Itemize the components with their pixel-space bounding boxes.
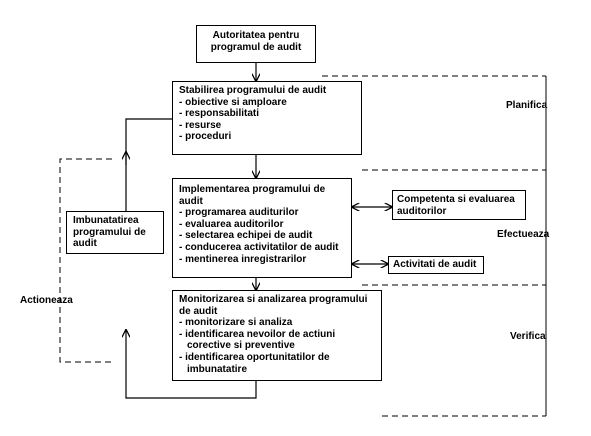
- monitor-box: Monitorizarea si analizarea programului …: [172, 290, 382, 381]
- improve-line-2: programului de: [73, 226, 146, 238]
- implement-item-1: - programarea auditurilor: [179, 207, 299, 219]
- implement-box: Implementarea programului de audit - pro…: [172, 178, 352, 278]
- activities-line-1: Activitati de audit: [393, 259, 477, 270]
- authority-line-1: Autoritatea pentru: [212, 30, 300, 41]
- establish-item-4: - proceduri: [179, 131, 232, 143]
- loop-improve-to-establish: [125, 118, 172, 211]
- phase-label-plan: Planifica: [506, 100, 548, 111]
- competence-line-2: auditorilor: [397, 205, 447, 217]
- phase-label-do: Efectueaza: [497, 229, 550, 240]
- monitor-item-3-cont: imbunatatire: [187, 363, 248, 375]
- establish-box: Stabilirea programului de audit - obiect…: [172, 81, 362, 155]
- phase-label-act: Actioneaza: [20, 295, 73, 306]
- implement-title-1: Implementarea programului de: [179, 184, 326, 195]
- monitor-item-3: - identificarea oportunitatilor de: [179, 351, 330, 363]
- implement-item-2: - evaluarea auditorilor: [179, 218, 284, 230]
- competence-box: Competenta si evaluarea auditorilor: [392, 190, 526, 220]
- loop-monitor-to-improve: [126, 330, 257, 399]
- monitor-title-1: Monitorizarea si analizarea programului: [179, 294, 368, 305]
- authority-box: Autoritatea pentru programul de audit: [196, 25, 316, 63]
- activities-box: Activitati de audit: [388, 256, 484, 274]
- implement-item-4: - conducerea activitatilor de audit: [179, 241, 339, 253]
- competence-line-1: Competenta si evaluarea: [397, 194, 515, 205]
- phase-label-check: Verifica: [510, 331, 546, 342]
- establish-item-1: - obiective si amploare: [179, 96, 287, 108]
- improve-line-1: Imbunatatirea: [73, 215, 139, 226]
- monitor-item-2: - identificarea nevoilor de actiuni: [179, 328, 336, 340]
- authority-line-2: programul de audit: [210, 41, 302, 53]
- implement-title-2: audit: [179, 195, 203, 207]
- act-bracket: [59, 158, 112, 363]
- monitor-item-1: - monitorizare si analiza: [179, 317, 293, 329]
- establish-item-3: - resurse: [179, 119, 222, 131]
- improve-box: Imbunatatirea programului de audit: [66, 211, 164, 254]
- establish-title: Stabilirea programului de audit: [179, 85, 327, 96]
- monitor-title-2: de audit: [179, 305, 218, 317]
- implement-item-3: - selectarea echipei de audit: [179, 230, 313, 242]
- implement-item-5: - mentinerea inregistrarilor: [179, 253, 307, 265]
- monitor-item-2-cont: corective si preventive: [187, 340, 295, 352]
- improve-line-3: audit: [73, 238, 97, 250]
- establish-item-2: - responsabilitati: [179, 108, 260, 120]
